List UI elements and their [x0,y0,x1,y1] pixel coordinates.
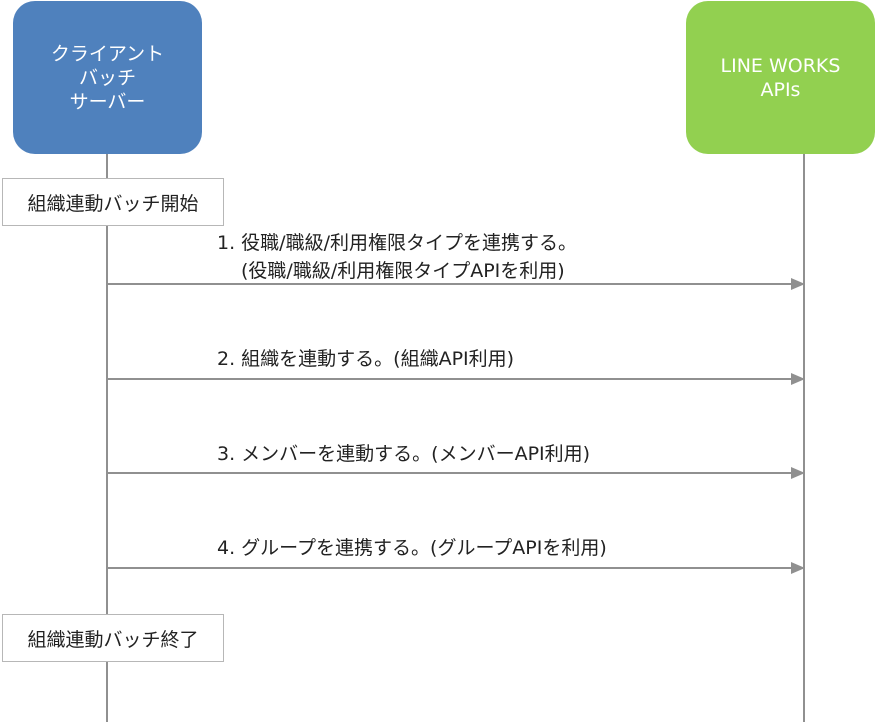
batch-end-note-label: 組織連動バッチ終了 [27,628,199,651]
lineworks-actor-line: LINE WORKS [720,54,841,77]
lineworks-lifeline [803,154,805,722]
message-1-label: 1. 役職/職級/利用権限タイプを連携する。 (役職/職級/利用権限タイプAPI… [217,229,577,285]
lineworks-apis-actor: LINE WORKS APIs [686,1,875,154]
message-1-line2: (役職/職級/利用権限タイプAPIを利用) [241,260,565,282]
message-2-label: 2. 組織を連動する。(組織API利用) [217,345,514,373]
client-actor-line: クライアント [50,42,165,65]
client-actor-line: サーバー [69,90,146,113]
client-batch-server-actor: クライアント バッチ サーバー [13,1,202,154]
message-4-line1: 4. グループを連携する。(グループAPIを利用) [217,537,607,559]
batch-start-note-label: 組織連動バッチ開始 [27,192,199,215]
message-2-arrow [107,372,805,386]
lineworks-actor-line: APIs [760,78,801,101]
message-3-arrow [107,466,805,480]
batch-start-note: 組織連動バッチ開始 [2,178,224,226]
message-4-label: 4. グループを連携する。(グループAPIを利用) [217,534,607,562]
message-1-line1: 1. 役職/職級/利用権限タイプを連携する。 [217,232,577,254]
message-1-arrow [107,277,805,291]
batch-end-note: 組織連動バッチ終了 [2,614,224,662]
client-lifeline [106,154,108,722]
message-4-arrow [107,561,805,575]
client-actor-line: バッチ [78,66,136,89]
message-3-label: 3. メンバーを連動する。(メンバーAPI利用) [217,440,590,468]
message-2-line1: 2. 組織を連動する。(組織API利用) [217,348,515,370]
message-3-line1: 3. メンバーを連動する。(メンバーAPI利用) [217,443,591,465]
